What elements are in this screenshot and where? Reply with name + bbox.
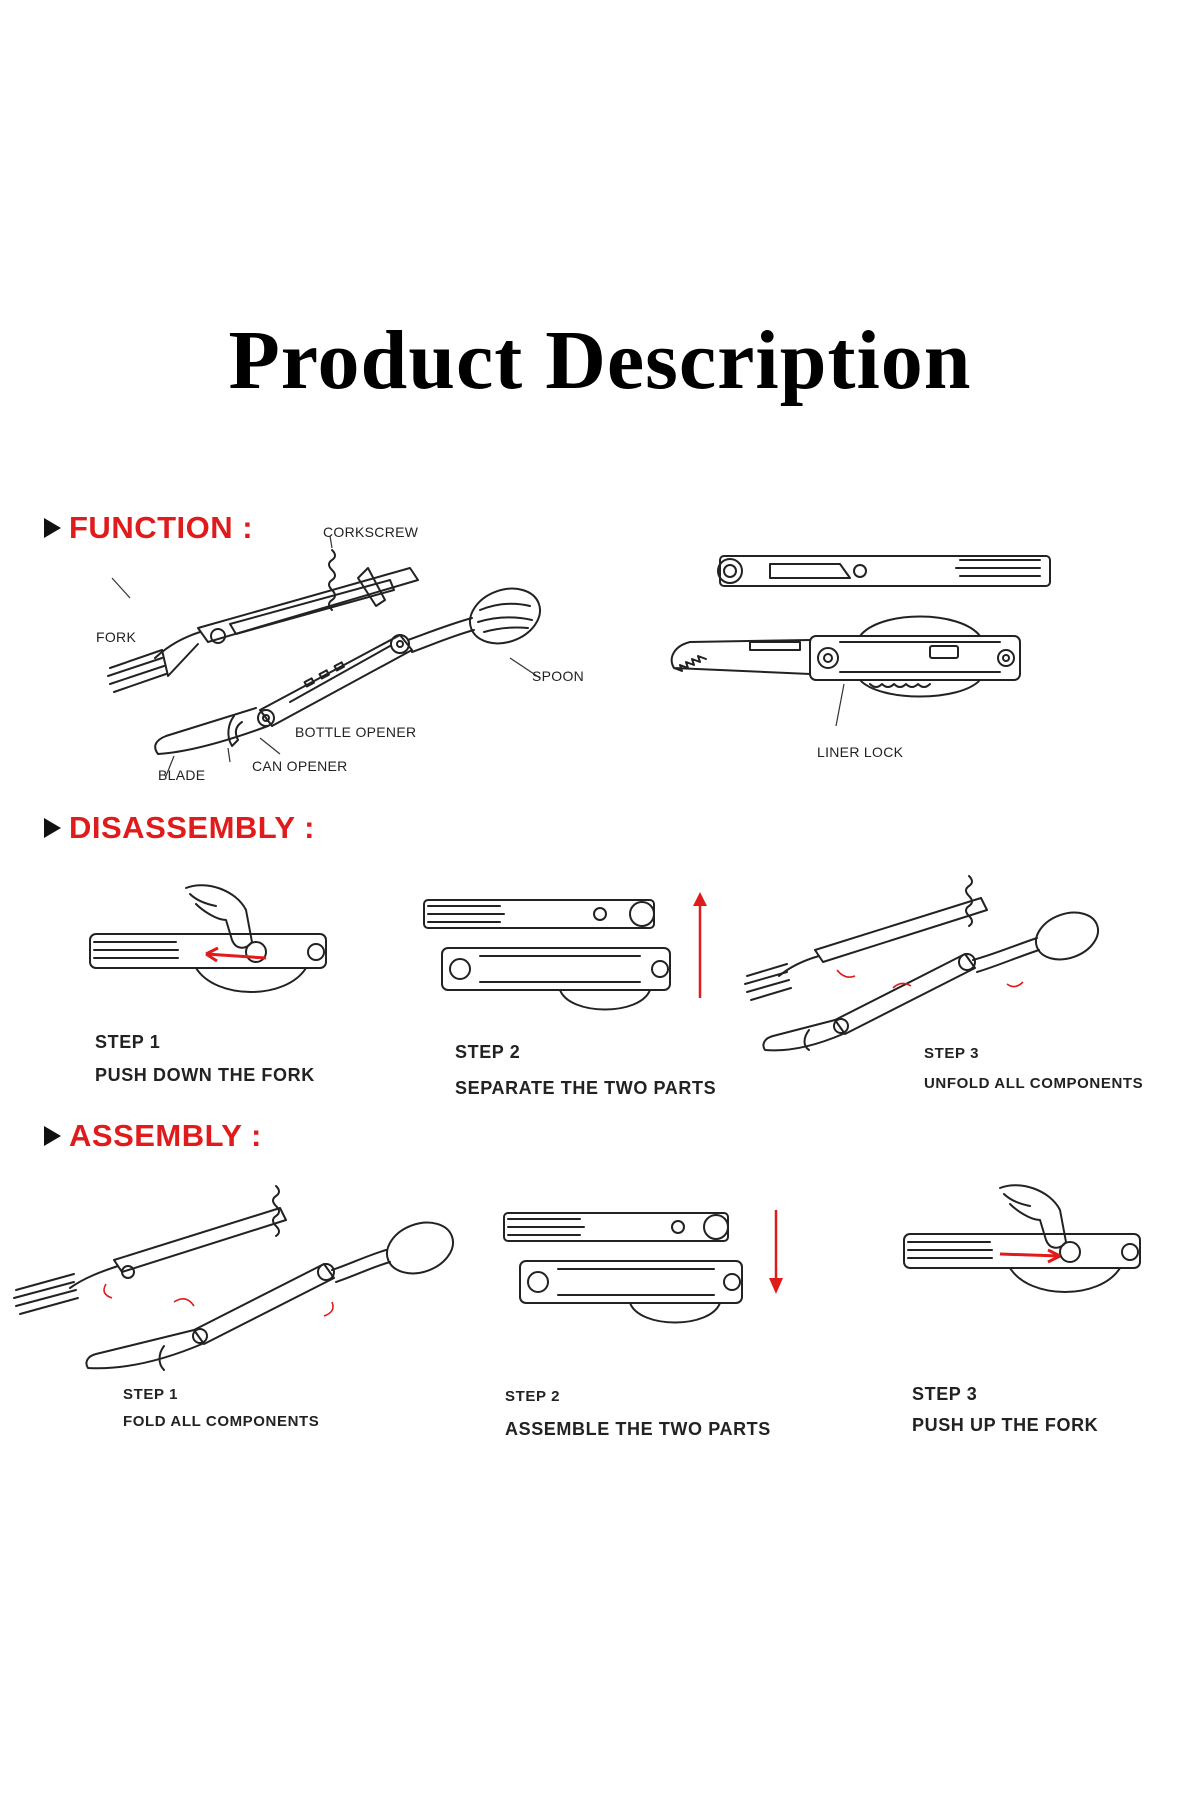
assembly-step1-label: STEP 1 xyxy=(123,1386,179,1403)
disassembly-step1-label: STEP 1 xyxy=(95,1032,161,1052)
assembly-step2-label: STEP 2 xyxy=(505,1388,561,1405)
disassembly-heading-label: DISASSEMBLY : xyxy=(69,810,315,845)
arrow-down-icon xyxy=(769,1210,783,1294)
callout-spoon: SPOON xyxy=(532,668,585,684)
disassembly-step1-illustration xyxy=(86,880,336,1020)
assembly-step1-desc: FOLD ALL COMPONENTS xyxy=(123,1413,320,1430)
unfolded-tool-illustration xyxy=(100,540,560,780)
arrow-up-icon xyxy=(693,892,707,998)
function-heading-label: FUNCTION : xyxy=(69,510,254,545)
right-triangle-icon xyxy=(44,818,61,838)
function-heading: FUNCTION : xyxy=(44,510,253,546)
disassembly-heading: DISASSEMBLY : xyxy=(44,810,315,846)
callout-fork: FORK xyxy=(96,629,137,645)
disassembly-step1-desc: PUSH DOWN THE FORK xyxy=(95,1065,315,1085)
assembly-step3-illustration xyxy=(900,1180,1150,1320)
callout-liner-lock: LINER LOCK xyxy=(817,744,904,760)
right-triangle-icon xyxy=(44,518,61,538)
assembly-heading-label: ASSEMBLY : xyxy=(69,1118,262,1153)
assembly-step3-label: STEP 3 xyxy=(912,1384,978,1404)
disassembly-step2-label: STEP 2 xyxy=(455,1042,521,1062)
callout-can-opener: CAN OPENER xyxy=(252,758,348,774)
disassembly-step3-desc: UNFOLD ALL COMPONENTS xyxy=(924,1075,1144,1092)
callout-corkscrew: CORKSCREW xyxy=(323,524,419,540)
disassembly-step3-label: STEP 3 xyxy=(924,1045,980,1062)
page-title: Product Description xyxy=(228,314,972,407)
right-triangle-icon xyxy=(44,1126,61,1146)
callout-blade: BLADE xyxy=(158,767,206,783)
assembly-step3-desc: PUSH UP THE FORK xyxy=(912,1415,1099,1435)
assembly-step1-illustration xyxy=(14,1180,454,1380)
assembly-step2-illustration xyxy=(500,1205,760,1335)
disassembly-step3-illustration xyxy=(745,870,1185,1050)
callout-bottle-opener: BOTTLE OPENER xyxy=(295,724,417,740)
disassembly-step2-illustration xyxy=(420,880,720,1020)
folded-tool-illustration xyxy=(660,550,1060,750)
assembly-heading: ASSEMBLY : xyxy=(44,1118,262,1154)
disassembly-step2-desc: SEPARATE THE TWO PARTS xyxy=(455,1078,717,1098)
assembly-step2-desc: ASSEMBLE THE TWO PARTS xyxy=(505,1419,771,1439)
